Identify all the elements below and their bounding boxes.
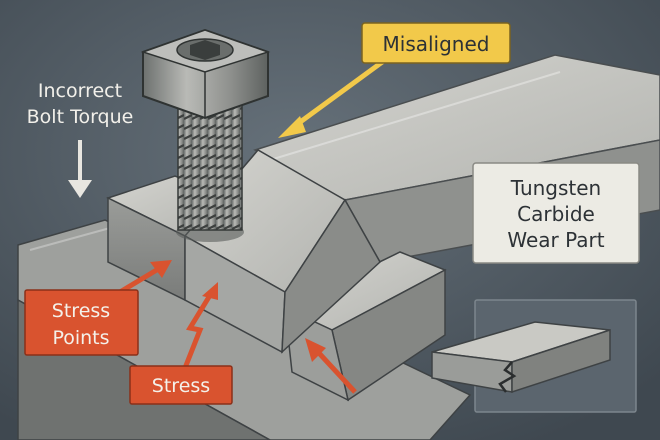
stress-points-callout: Stress Points — [24, 289, 139, 356]
crack-icon — [498, 361, 517, 393]
tungsten-label-line3: Wear Part — [507, 228, 604, 252]
stress-callout: Stress — [129, 365, 233, 405]
stress-label: Stress — [152, 375, 210, 397]
tungsten-carbide-panel: Tungsten Carbide Wear Part — [472, 162, 640, 264]
main-wedge — [106, 149, 381, 354]
torque-label-line2: Bolt Torque — [27, 106, 134, 128]
misaligned-label: Misaligned — [383, 32, 490, 56]
torque-label-line1: Incorrect — [38, 80, 122, 102]
stress-points-label-line2: Points — [52, 327, 109, 349]
crack-inset — [431, 299, 637, 413]
down-arrow-icon — [68, 140, 92, 198]
tungsten-label-line1: Tungsten — [510, 176, 601, 200]
stress-points-label-line1: Stress — [52, 300, 110, 322]
hex-bolt-icon — [140, 28, 271, 242]
misaligned-callout: Misaligned — [278, 22, 511, 138]
tungsten-label-line2: Carbide — [517, 202, 595, 226]
stress-arrows — [118, 260, 357, 394]
